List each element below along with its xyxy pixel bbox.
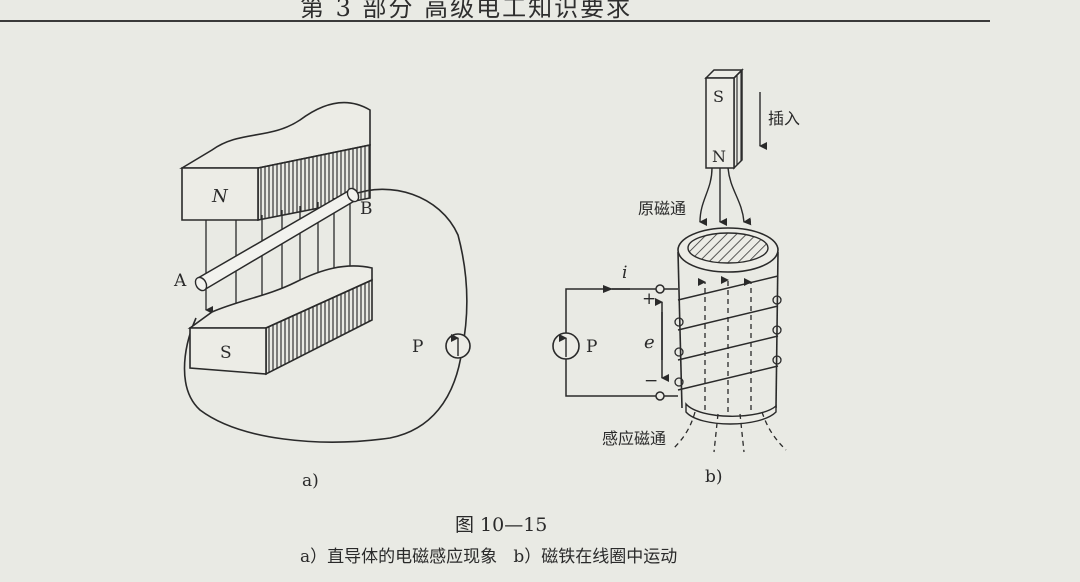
induced-flux-label: 感应磁通 bbox=[602, 429, 666, 448]
external-circuit-b bbox=[565, 284, 678, 401]
solenoid-coil bbox=[674, 227, 782, 425]
induced-flux-lines bbox=[671, 276, 787, 453]
end-b-label: B bbox=[360, 199, 373, 219]
emf-label: e bbox=[644, 332, 655, 353]
current-label: i bbox=[622, 263, 627, 283]
meter-a bbox=[445, 333, 471, 359]
figure-caption: 图 10—15 bbox=[455, 514, 548, 536]
end-a-label: A bbox=[173, 271, 187, 291]
figure-subcaption: a）直导体的电磁感应现象 b）磁铁在线圈中运动 bbox=[300, 547, 678, 567]
header-rule bbox=[0, 20, 990, 22]
figure-b: S N 插入 原磁通 bbox=[552, 68, 800, 487]
original-flux-lines bbox=[699, 167, 752, 227]
original-flux-label: 原磁通 bbox=[638, 199, 686, 218]
meter-b-label: P bbox=[586, 337, 597, 357]
minus-sign: − bbox=[644, 371, 658, 391]
page-header: 第 3 部分 高级电工知识要求 bbox=[300, 0, 633, 22]
magnet-top-label: S bbox=[713, 87, 724, 106]
meter-b bbox=[552, 332, 580, 360]
north-magnet: N bbox=[179, 101, 371, 221]
north-pole-label: N bbox=[211, 186, 229, 207]
south-magnet: S bbox=[187, 265, 373, 376]
plus-sign: + bbox=[642, 289, 656, 309]
figure-a-sublabel: a) bbox=[302, 471, 319, 491]
circuit-loop-a bbox=[183, 188, 468, 443]
bar-magnet: S N bbox=[704, 68, 744, 170]
conductor-rod bbox=[194, 187, 360, 292]
magnet-bottom-label: N bbox=[712, 147, 726, 166]
figure-b-sublabel: b) bbox=[705, 467, 723, 487]
figure-a: N S bbox=[173, 101, 471, 491]
meter-a-label: P bbox=[412, 337, 423, 357]
insert-label: 插入 bbox=[768, 109, 800, 128]
south-pole-label: S bbox=[220, 343, 232, 363]
